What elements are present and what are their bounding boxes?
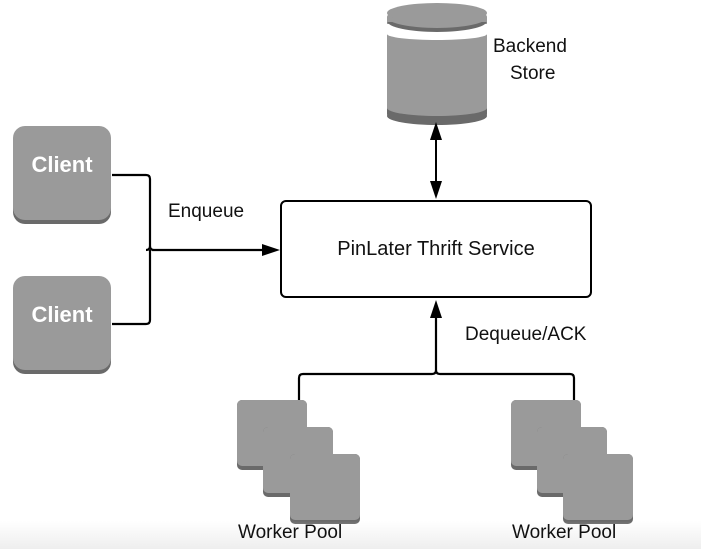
backend-store-label-line2: Store xyxy=(510,63,556,84)
enqueue-connector xyxy=(112,173,270,326)
arrow-up-icon xyxy=(430,122,442,140)
enqueue-label: Enqueue xyxy=(168,201,245,222)
pinlater-thrift-service-node: PinLater Thrift Service xyxy=(280,200,592,298)
backend-store-label-line1: Backend xyxy=(493,36,567,57)
service-label: PinLater Thrift Service xyxy=(337,238,535,260)
backend-store-icon xyxy=(387,3,487,125)
client-node: Client xyxy=(13,276,111,374)
arrow-up-icon xyxy=(430,300,442,318)
arrow-right-icon xyxy=(262,244,280,256)
worker-pool-icon xyxy=(237,400,360,524)
client-label: Client xyxy=(31,152,93,177)
worker-pool-icon xyxy=(511,400,633,524)
client-label: Client xyxy=(31,302,93,327)
dequeue-ack-label: Dequeue/ACK xyxy=(465,324,587,345)
client-node: Client xyxy=(13,126,111,224)
worker-pool-label: Worker Pool xyxy=(512,522,617,543)
dequeue-connector xyxy=(297,310,576,400)
worker-pool-label: Worker Pool xyxy=(238,522,343,543)
arrow-down-icon xyxy=(430,181,442,199)
